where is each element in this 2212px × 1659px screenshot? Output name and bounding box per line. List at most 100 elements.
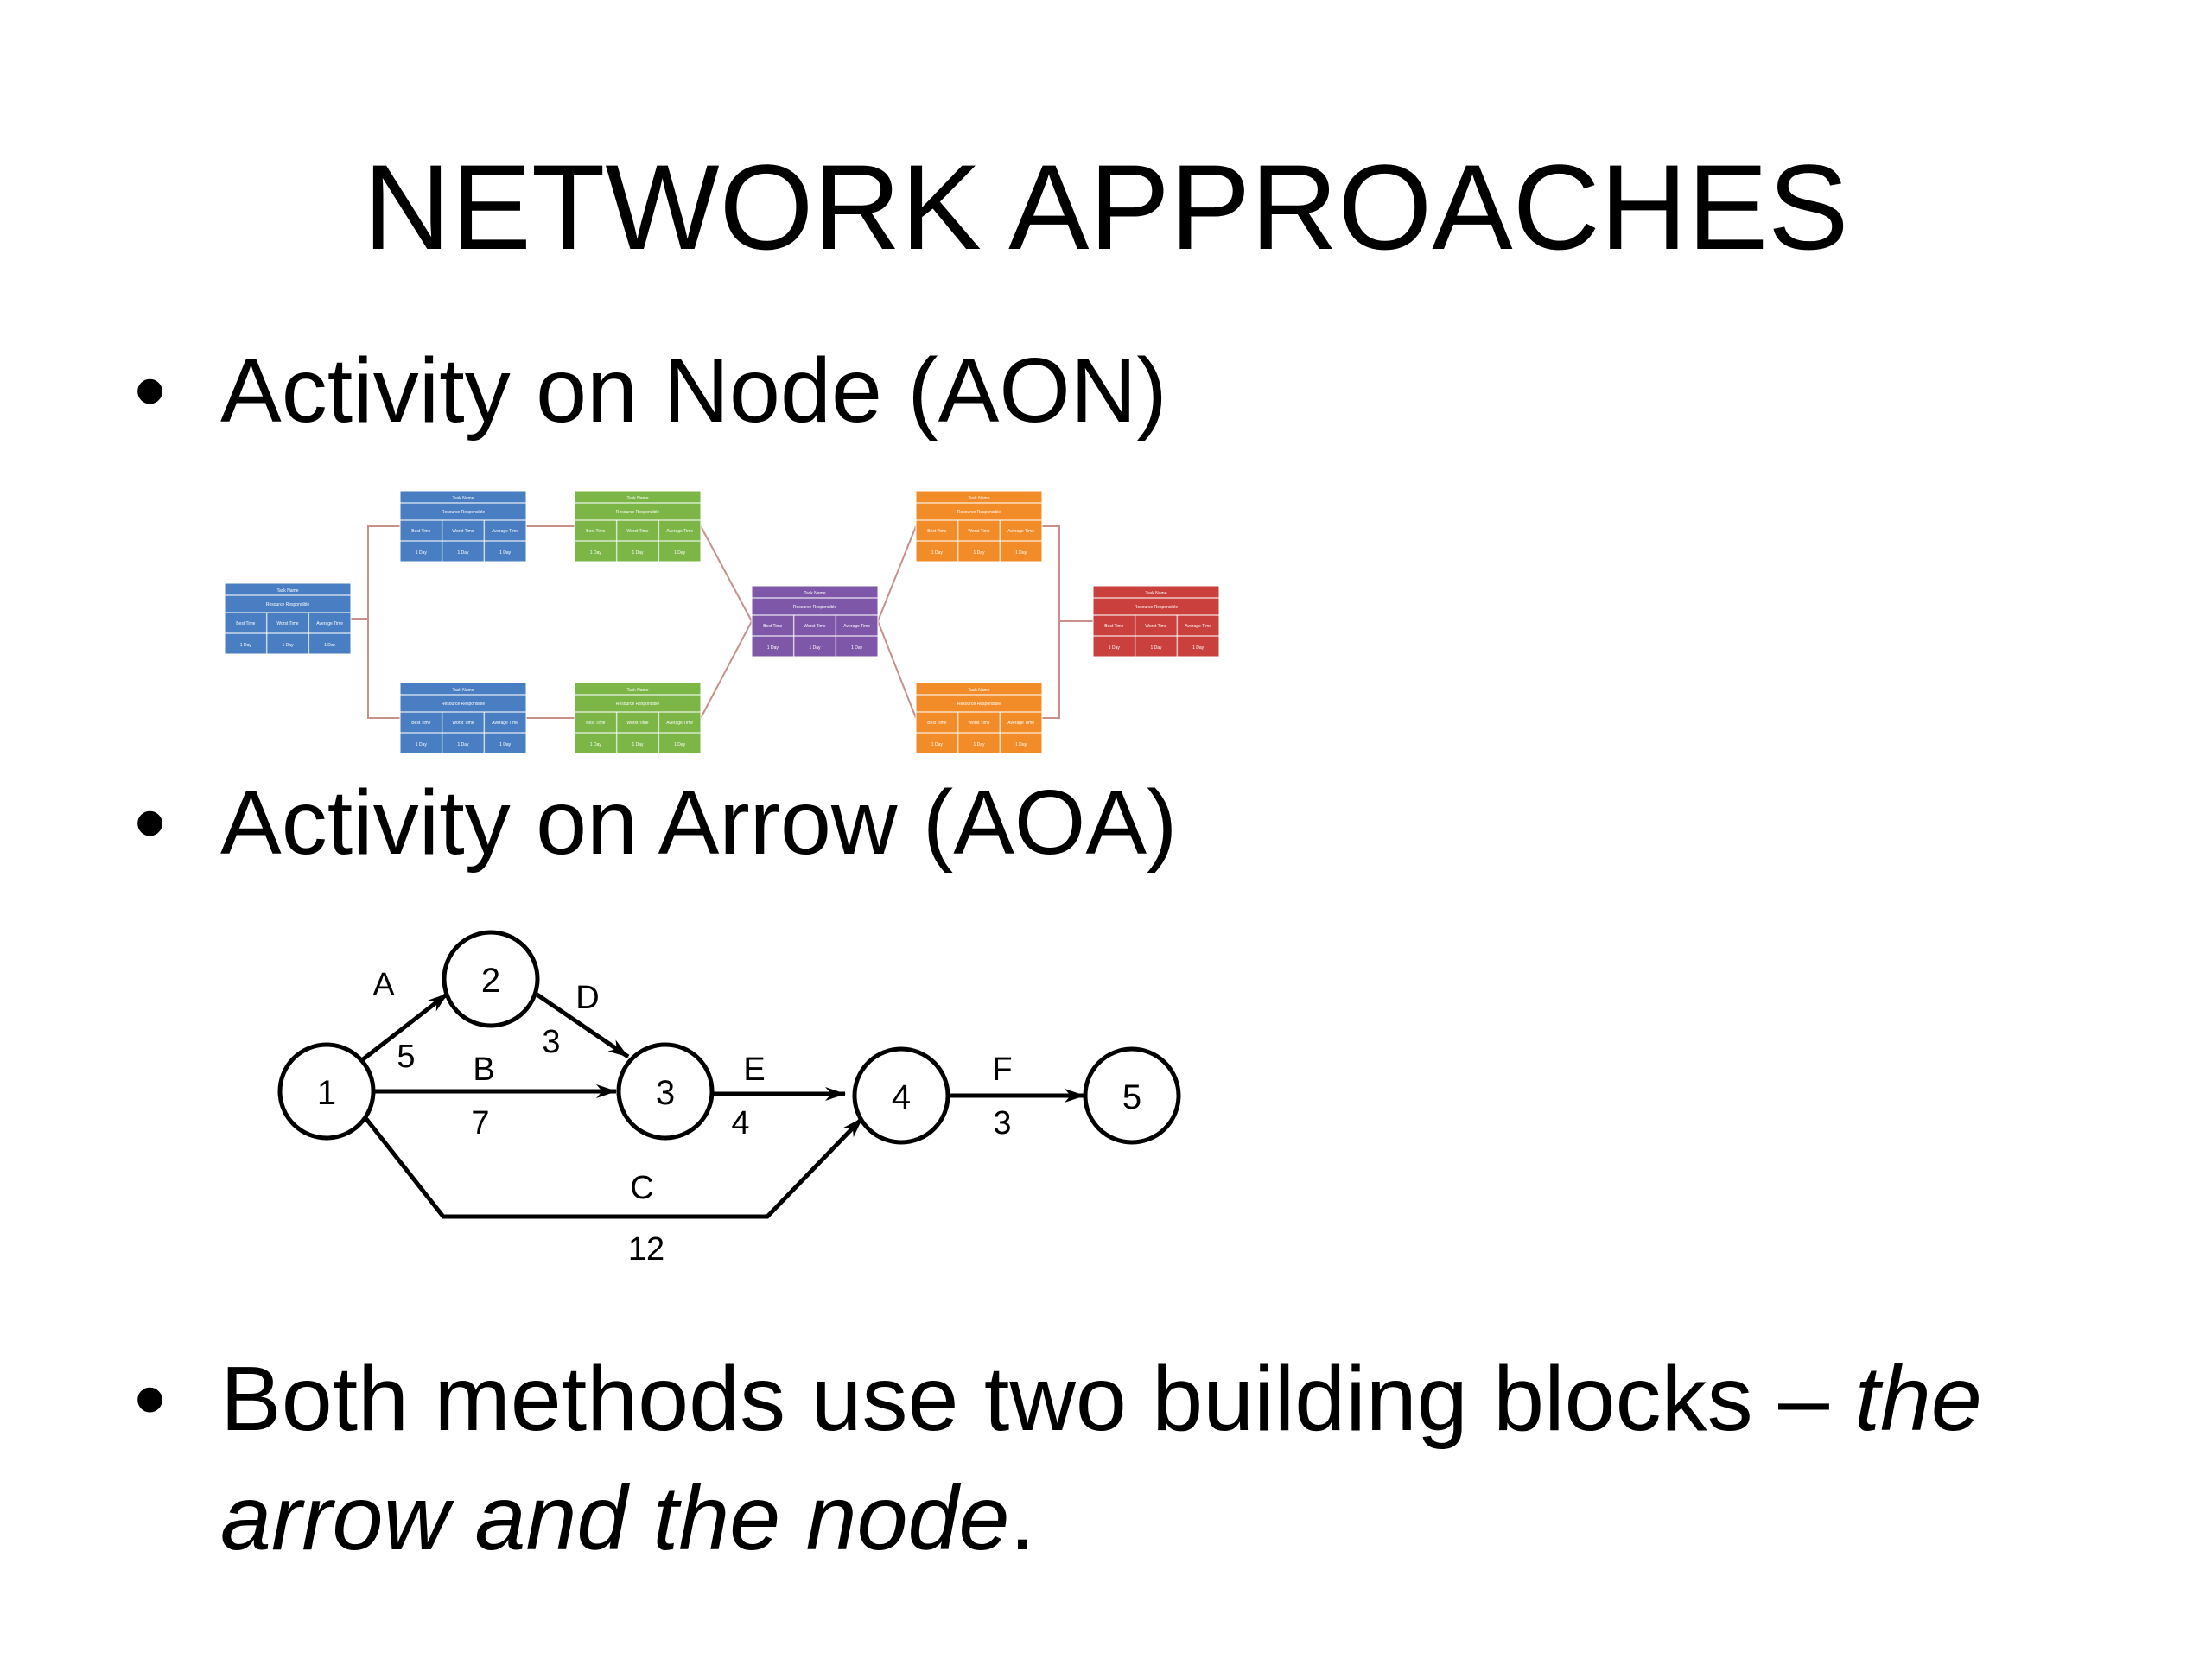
aon-box-label: 1 Day: [282, 643, 294, 648]
aoa-activity-e-duration: 4: [731, 1105, 749, 1141]
aoa-activity-d-name: D: [575, 980, 599, 1016]
aon-box-label: Average Time: [492, 721, 518, 726]
bullet-aon: • Activity on Node (AON): [134, 331, 1167, 450]
aon-box-label: 1 Day: [1015, 550, 1027, 556]
aon-box-label: Worst Time: [452, 721, 474, 726]
bullet-dot: •: [134, 1348, 167, 1450]
aon-connector: [1042, 525, 1093, 622]
aoa-node-5: 5: [1083, 1046, 1181, 1145]
aon-box-label: Task Name: [626, 496, 648, 501]
aon-box-label: 1 Day: [973, 550, 985, 556]
aoa-activity-d-duration: 3: [542, 1024, 560, 1060]
aon-box-label: Best Time: [411, 721, 430, 726]
aon-box-label: Best Time: [927, 721, 946, 726]
aon-box-label: Average Time: [316, 621, 343, 626]
aon-box-label: 1 Day: [767, 645, 779, 651]
aon-box-label: Task Name: [452, 688, 474, 693]
aon-box-label: Resource Responsible: [442, 702, 486, 707]
aoa-activity-e-name: E: [743, 1052, 765, 1088]
aon-box-label: 1 Day: [851, 645, 863, 651]
aoa-node-1: 1: [277, 1042, 376, 1141]
aoa-node-label: 1: [317, 1074, 336, 1112]
aon-box-label: 1 Day: [632, 550, 644, 556]
aon-box-label: Resource Responsible: [266, 602, 310, 607]
aon-box-label: Worst Time: [452, 529, 474, 534]
bullet-building-blocks: • Both methods use two building blocks –…: [134, 1339, 2078, 1578]
aon-connector: [351, 618, 400, 719]
aoa-activity-c-duration: 12: [628, 1231, 664, 1268]
aon-box-label: Task Name: [452, 496, 474, 501]
aon-box-label: Task Name: [968, 496, 989, 501]
bullet-aoa: • Activity on Arrow (AOA): [134, 763, 1177, 882]
aoa-node-2: 2: [442, 930, 540, 1028]
aon-box-label: 1 Day: [674, 550, 686, 556]
bullet-dot: •: [134, 340, 167, 442]
aon-box-label: Average Time: [1007, 529, 1034, 534]
bullet-text-italic: the: [1854, 1348, 1982, 1450]
bullet-dot: •: [134, 772, 167, 874]
slide-title: NETWORK APPROACHES: [363, 139, 1849, 275]
aon-connector: [877, 620, 917, 719]
aon-box-label: Average Time: [666, 529, 693, 534]
aon-box-label: Best Time: [927, 529, 946, 534]
aon-box-label: Worst Time: [626, 529, 648, 534]
aoa-node-4: 4: [852, 1046, 950, 1145]
aon-connector: [1042, 620, 1093, 719]
aon-box-label: Best Time: [236, 621, 255, 626]
aon-connector: [351, 525, 400, 620]
aoa-activity-a-name: A: [372, 967, 395, 1003]
aon-box-label: Task Name: [1145, 591, 1166, 596]
bullet-text-plain: Both methods use two building blocks –: [220, 1348, 1855, 1450]
aon-connector: [700, 525, 753, 622]
bullet-aoa-text: Activity on Arrow (AOA): [220, 772, 1178, 874]
aon-connector: [700, 620, 753, 719]
aon-box-label: Task Name: [968, 688, 989, 693]
aoa-node-label: 2: [481, 962, 500, 1000]
aon-box-label: 1 Day: [590, 742, 602, 747]
aon-box-label: Best Time: [1104, 624, 1123, 629]
aon-box-label: Resource Responsible: [616, 510, 660, 515]
aoa-node-label: 4: [892, 1078, 911, 1116]
aon-box-label: 1 Day: [1109, 645, 1121, 651]
aoa-activity-a-duration: 5: [397, 1039, 415, 1075]
aon-box-label: Task Name: [276, 588, 298, 594]
aon-box-label: 1 Day: [416, 742, 428, 747]
aoa-node-label: 5: [1122, 1078, 1141, 1116]
aon-box-label: 1 Day: [324, 643, 336, 648]
aoa-edge-c: [361, 1113, 864, 1219]
aon-box-label: Worst Time: [1145, 624, 1166, 629]
aon-box-label: 1 Day: [931, 550, 944, 556]
aon-box-label: Worst Time: [968, 529, 989, 534]
aon-box-label: Average Time: [843, 624, 870, 629]
aon-box-label: Resource Responsible: [616, 702, 660, 707]
aon-box-label: 1 Day: [457, 742, 469, 747]
aon-box-label: Resource Responsible: [957, 702, 1001, 707]
aon-box-label: 1 Day: [240, 643, 252, 648]
aon-box-label: 1 Day: [499, 550, 512, 556]
bullet-text-italic: arrow and the node: [220, 1467, 1010, 1569]
aon-box-label: 1 Day: [457, 550, 469, 556]
aon-box-label: 1 Day: [1015, 742, 1027, 747]
aoa-node-3: 3: [616, 1042, 715, 1141]
aon-box-label: 1 Day: [499, 742, 512, 747]
aon-box-label: Average Time: [1185, 624, 1211, 629]
aon-box-label: 1 Day: [1150, 645, 1162, 651]
aon-box-label: Best Time: [411, 529, 430, 534]
bullet-building-blocks-text: Both methods use two building blocks – t…: [220, 1339, 2078, 1578]
aon-box-label: 1 Day: [809, 645, 821, 651]
aon-box-label: Average Time: [492, 529, 518, 534]
aoa-activity-c-name: C: [630, 1170, 653, 1206]
aoa-activity-b-duration: 7: [471, 1105, 489, 1141]
aoa-activity-b-name: B: [473, 1052, 494, 1088]
aon-box-label: Best Time: [586, 721, 605, 726]
aon-box-label: Worst Time: [804, 624, 825, 629]
aoa-node-label: 3: [656, 1074, 675, 1112]
aon-box-label: 1 Day: [674, 742, 686, 747]
